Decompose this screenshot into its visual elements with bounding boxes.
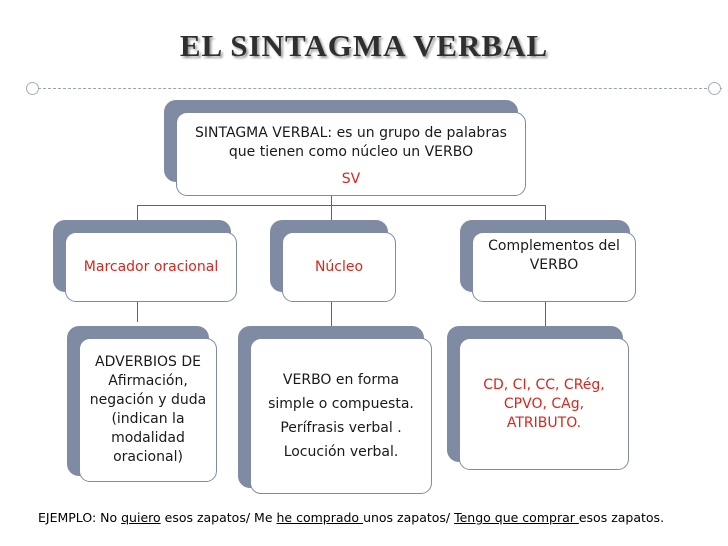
verbo-line-4: Locución verbal. bbox=[283, 444, 399, 460]
connector-branch-1 bbox=[137, 205, 138, 233]
root-definition-line-1: SINTAGMA VERBAL: es un grupo de palabras bbox=[195, 124, 507, 141]
divider-dot-right bbox=[708, 82, 721, 95]
example-prefix: EJEMPLO: No bbox=[38, 510, 122, 525]
page-title: EL SINTAGMA VERBAL bbox=[179, 28, 549, 63]
connector-detail-3 bbox=[545, 302, 546, 338]
adverbios-line-4: (indican la bbox=[111, 411, 185, 427]
example-suffix: esos zapatos. bbox=[578, 510, 665, 525]
example-sentence: EJEMPLO: No quiero esos zapatos/ Me he c… bbox=[38, 510, 664, 525]
verbo-line-1: VERBO en forma bbox=[282, 372, 400, 388]
marcador-oracional-label: Marcador oracional bbox=[83, 258, 219, 275]
root-abbreviation: SV bbox=[341, 170, 361, 187]
verbo-line-3: Perífrasis verbal . bbox=[280, 420, 402, 436]
complementos-node: Complementos del VERBO bbox=[472, 232, 636, 302]
title-divider bbox=[38, 88, 722, 89]
connector-branch-3 bbox=[545, 205, 546, 233]
nucleo-node: Núcleo bbox=[282, 232, 396, 302]
example-underlined-quiero: quiero bbox=[121, 510, 161, 525]
nucleo-label: Núcleo bbox=[314, 258, 364, 275]
root-node: SINTAGMA VERBAL: es un grupo de palabras… bbox=[176, 112, 526, 196]
adverbios-line-2: Afirmación, bbox=[108, 373, 188, 389]
adverbios-node: ADVERBIOS DE Afirmación, negación y duda… bbox=[79, 338, 217, 482]
adverbios-line-6: oracional) bbox=[113, 449, 183, 465]
connector-detail-2 bbox=[331, 302, 332, 338]
complementos-label-line-2: VERBO bbox=[529, 257, 579, 273]
connector-branch-2 bbox=[331, 205, 332, 233]
verbo-node: VERBO en forma simple o compuesta. Períf… bbox=[250, 338, 432, 494]
connector-detail-1 bbox=[137, 302, 138, 322]
example-middle-1: esos zapatos/ Me bbox=[160, 510, 277, 525]
connector-horizontal bbox=[137, 205, 545, 206]
complementos-detail-line-3: ATRIBUTO. bbox=[506, 414, 582, 431]
adverbios-line-5: modalidad bbox=[111, 430, 185, 446]
complementos-detail-line-1: CD, CI, CC, CRég, bbox=[483, 376, 605, 393]
verbo-line-2: simple o compuesta. bbox=[268, 396, 414, 412]
root-definition-line-2: que tienen como núcleo un VERBO bbox=[228, 143, 474, 160]
complementos-detail-line-2: CPVO, CAg, bbox=[503, 395, 585, 412]
divider-dot-left bbox=[26, 82, 39, 95]
connector-root-stem bbox=[331, 196, 332, 206]
example-middle-2: unos zapatos/ bbox=[363, 510, 455, 525]
adverbios-line-3: negación y duda bbox=[89, 392, 207, 408]
adverbios-line-1: ADVERBIOS DE bbox=[95, 354, 201, 370]
example-underlined-tengo-que-comprar: Tengo que comprar bbox=[454, 510, 579, 525]
complementos-detail-node: CD, CI, CC, CRég, CPVO, CAg, ATRIBUTO. bbox=[459, 338, 629, 470]
marcador-oracional-node: Marcador oracional bbox=[65, 232, 237, 302]
example-underlined-he-comprado: he comprado bbox=[276, 510, 364, 525]
complementos-label-line-1: Complementos del bbox=[488, 238, 620, 254]
